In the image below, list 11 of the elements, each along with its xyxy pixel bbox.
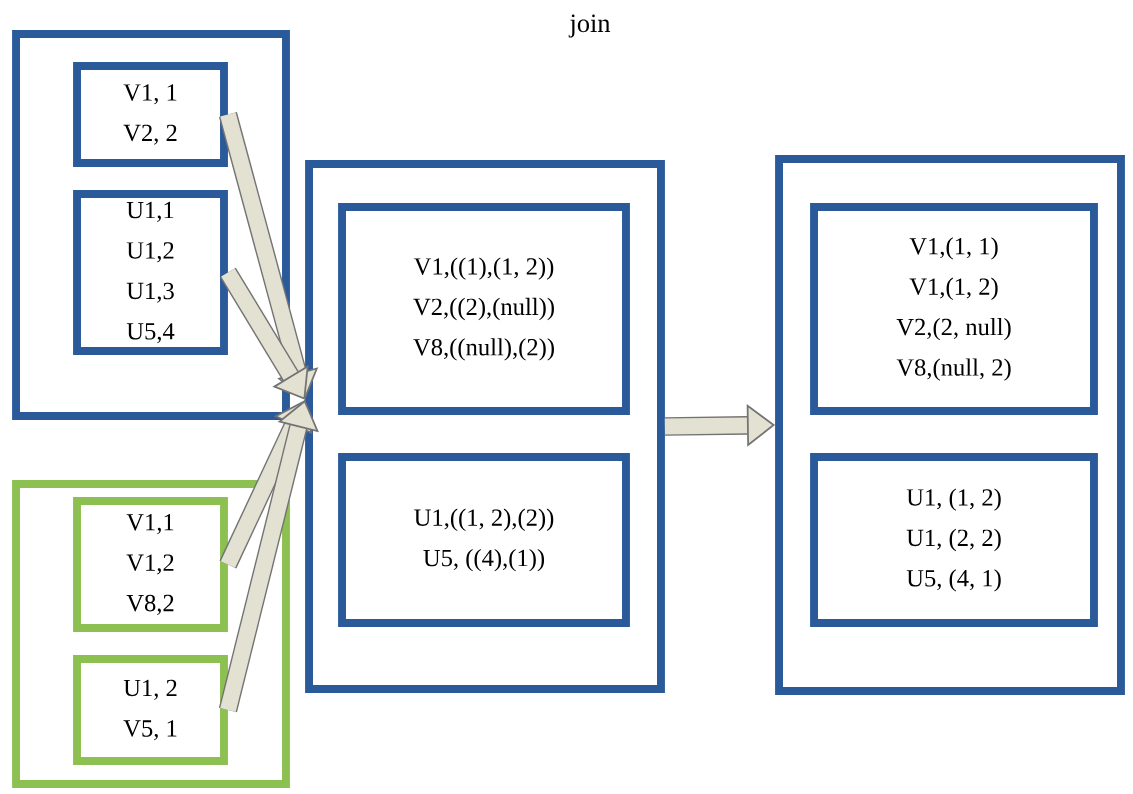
record-box: V1,1 V1,2 V8,2 [73,497,228,632]
record-box: V1, 1 V2, 2 [73,62,228,167]
record-box: V1,(1, 1) V1,(1, 2) V2,(2, null) V8,(null, 2) [810,203,1098,415]
block-arrow [220,267,309,400]
block-arrow [218,112,319,400]
record-box: U1, (1, 2) U1, (2, 2) U5, (4, 1) [810,453,1098,627]
record-box: U1,((1, 2),(2)) U5, ((4),(1)) [338,453,630,627]
record-box: U1, 2 V5, 1 [73,655,228,765]
record-box: V1,((1),(1, 2)) V2,((2),(null)) V8,((null),(2)) [338,203,630,415]
title: join [568,14,611,38]
record-box: U1,1 U1,2 U1,3 U5,4 [73,190,228,355]
